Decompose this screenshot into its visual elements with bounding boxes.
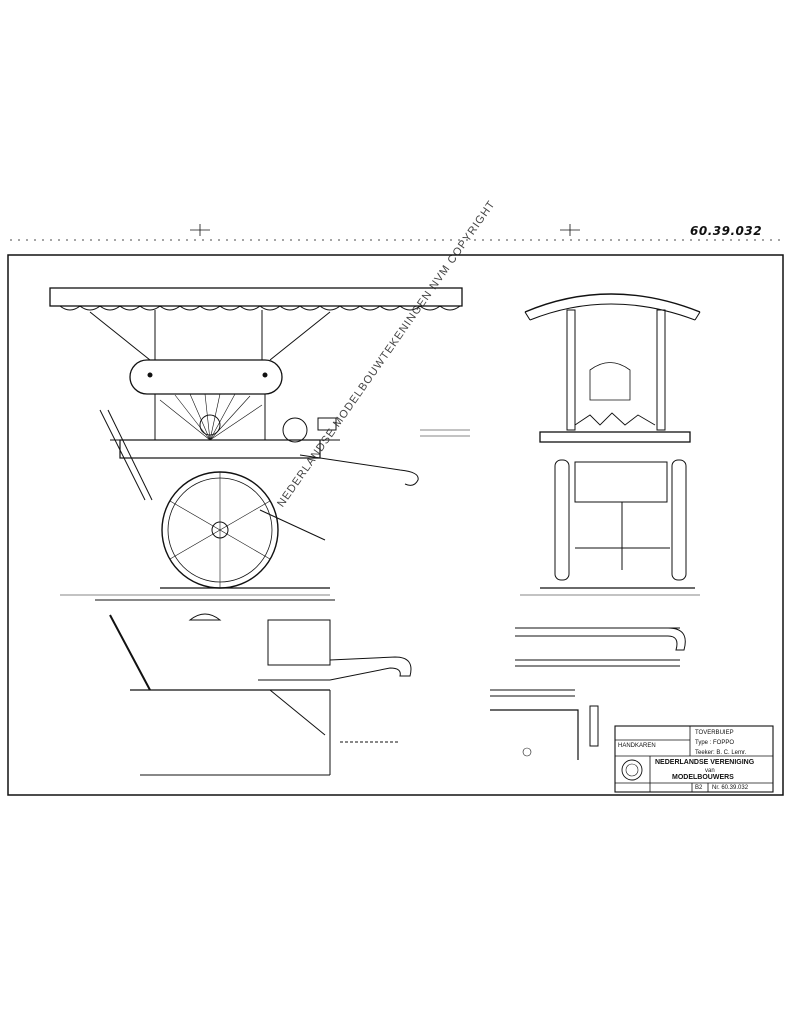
drawing-reference-number: 60.39.032 [690, 224, 763, 238]
plan-view [95, 599, 412, 776]
drawing-number: Nr. 60.39.032 [712, 785, 749, 791]
sheet-border [7, 254, 784, 796]
sheet-size: B2 [695, 785, 703, 791]
title-section: HANDKAREN [618, 743, 656, 749]
handle-detail [490, 627, 686, 760]
org-line-1: NEDERLANDSE VERENIGING [655, 759, 755, 766]
title-block-frame [614, 725, 774, 793]
title-drawn-by: Teeker: B. C. Lemr. [695, 750, 747, 756]
side-elevation [49, 287, 463, 596]
centre-marks [420, 429, 532, 757]
org-line-2: van [705, 768, 715, 774]
front-elevation [520, 293, 701, 596]
title-subject: TOVERBUIEP [695, 730, 734, 736]
registration-marks [10, 224, 780, 241]
title-model: Type : FOPPO [695, 740, 735, 746]
org-line-3: MODELBOUWERS [672, 774, 734, 781]
